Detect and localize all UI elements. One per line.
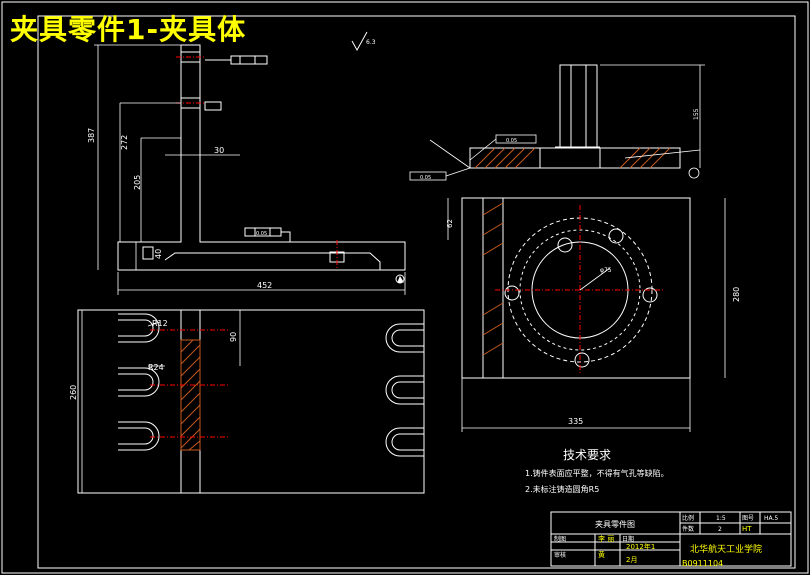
side-hatch [474, 147, 671, 169]
tb-scale-label: 比例 [682, 514, 694, 522]
dim-335: 335 [568, 417, 583, 426]
plan-dimensions [81, 310, 241, 493]
tech-heading: 技术要求 [563, 448, 611, 462]
fcf-top-2 [204, 101, 222, 111]
tb-material: HT [742, 525, 752, 533]
tb-checked-name: 黄 [598, 550, 605, 559]
fcf-mid-value: 0.05 [256, 231, 267, 237]
front-dimensions [94, 44, 406, 295]
dim-452: 452 [257, 281, 272, 290]
tb-sheet-label: 图号 [742, 515, 754, 522]
dim-272: 272 [120, 135, 129, 150]
front-view [117, 44, 406, 284]
tb-date-year: 2012年1 [626, 542, 655, 551]
tech-item-2: 2.未标注铸造圆角R5 [525, 484, 599, 494]
inner-frame [37, 15, 796, 569]
tb-code: B0911104 [682, 559, 723, 568]
radius-r24: R24 [148, 363, 164, 372]
radius-r12: R12 [152, 319, 168, 328]
tb-drawing-name: 夹具零件图 [595, 519, 635, 529]
fcf-right-perp: 0.05 [506, 138, 517, 144]
dim-387: 387 [87, 128, 96, 143]
flange-dims [447, 198, 726, 432]
tb-checked-label: 审核 [554, 551, 566, 559]
title-block [550, 511, 792, 567]
tb-date-label: 日期 [622, 535, 634, 543]
dim-260-plan: 260 [69, 385, 78, 400]
dim-90: 90 [229, 332, 238, 342]
dim-280: 280 [732, 287, 741, 302]
plan-hatch [180, 339, 201, 451]
flange-hatch [482, 202, 504, 356]
side-dims [409, 64, 705, 181]
plan-view [77, 309, 425, 494]
plan-centerlines [150, 329, 230, 438]
bolt-circle-label: φ75 [600, 267, 612, 274]
fcf-right-par: 0.05 [420, 175, 431, 181]
dim-30: 30 [214, 146, 224, 155]
tb-sheet-value: HA.5 [764, 515, 778, 522]
tb-drawn-name: 李 丽 [598, 534, 614, 543]
flange-view [461, 197, 691, 379]
tech-item-1: 1.铸件表面应平整，不得有气孔等缺陷。 [525, 468, 669, 478]
tb-scale-value: 1:5 [716, 515, 726, 522]
fcf-mid [244, 227, 291, 242]
side-view [469, 64, 681, 169]
dim-62: 62 [446, 219, 454, 228]
dim-205: 205 [133, 175, 142, 190]
tb-qty-value: 2 [718, 526, 722, 533]
tb-qty-label: 件数 [682, 525, 694, 533]
roughness-value: 6.3 [366, 39, 376, 46]
dim-40: 40 [154, 249, 163, 259]
tb-drawn-label: 制图 [554, 535, 566, 543]
tb-school: 北华航天工业学院 [690, 543, 762, 555]
page-title: 夹具零件1-夹具体 [10, 13, 247, 46]
roughness-symbol [351, 31, 368, 52]
dim-155: 155 [693, 108, 700, 120]
tb-date-month: 2月 [626, 556, 637, 564]
fcf-top [205, 55, 268, 65]
